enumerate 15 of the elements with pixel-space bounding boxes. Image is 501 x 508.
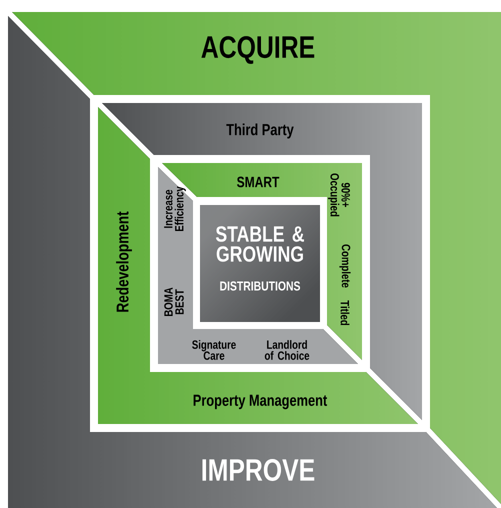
- band-label: Increase Efficiency: [164, 186, 186, 232]
- band-label: Landlord of Choice: [264, 340, 310, 360]
- band-label: IMPROVE: [202, 459, 314, 481]
- band-label: Third Party: [226, 124, 294, 138]
- band-label: Signature Care: [192, 340, 236, 360]
- band-label: Complete: [339, 244, 351, 288]
- band-label: SMART: [237, 176, 280, 188]
- band-label: Titled: [340, 300, 350, 326]
- band-label: Property Management: [194, 394, 328, 410]
- band-label: DISTRIBUTIONS: [220, 281, 300, 291]
- band-label: 90%+ Occupied: [328, 174, 350, 216]
- band-label: STABLE & GROWING: [216, 226, 304, 262]
- band-label: BOMA BEST: [164, 288, 184, 316]
- band-label: ACQUIRE: [201, 36, 314, 64]
- band-label: Redevelopment: [116, 212, 132, 312]
